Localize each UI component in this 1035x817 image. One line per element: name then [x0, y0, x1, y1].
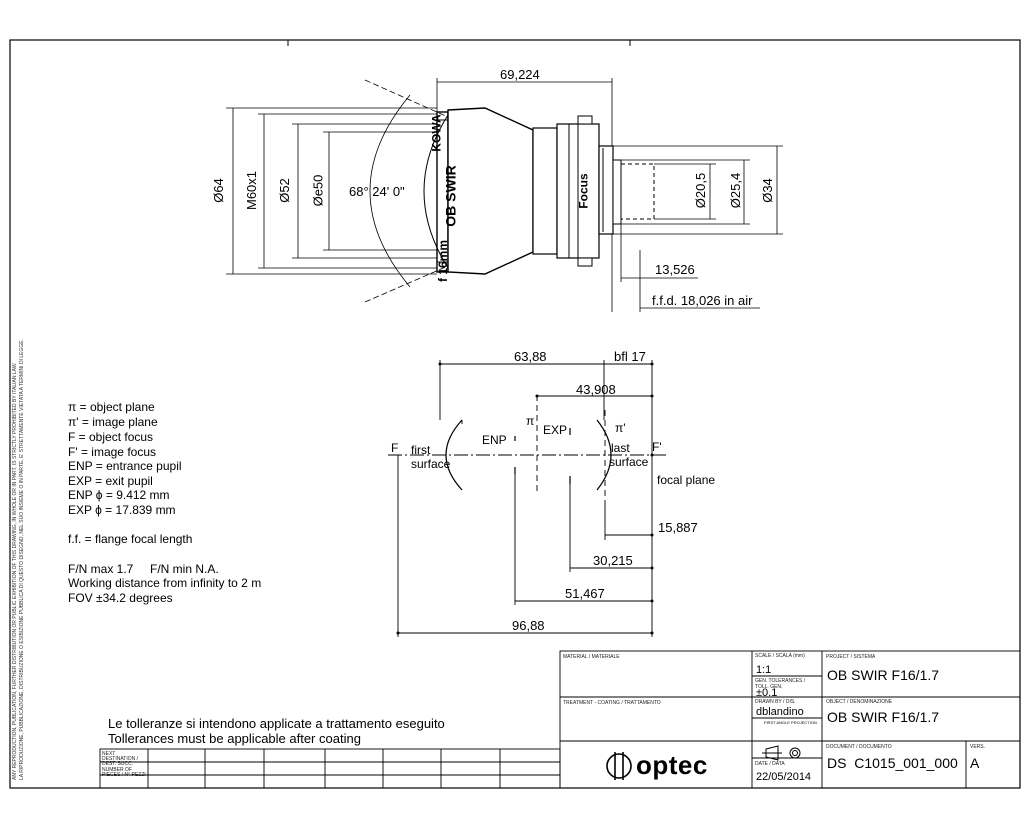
- dim-back-focal-length: bfl 17: [614, 349, 646, 364]
- dim-diameter-64: Ø64: [210, 178, 226, 203]
- tolerance-label: GEN. TOLERANCES / TOLL. GEN.: [755, 678, 806, 690]
- side-legal-note-en: ANY REPRODUCTION, PUBLICATION, FURTHER D…: [12, 362, 18, 780]
- legend-line: EXP = exit pupil: [68, 474, 153, 488]
- top-view-dimension-lines: [226, 78, 783, 312]
- tolerance-value: ±0.1: [756, 687, 778, 699]
- label-first: first: [411, 443, 431, 457]
- angle-of-view-label: 68° 24' 0": [349, 184, 405, 199]
- date-value: 22/05/2014: [756, 771, 812, 783]
- dim-13-526: 13,526: [655, 262, 695, 277]
- material-label: MATERIAL / MATERIALE: [563, 654, 620, 660]
- dim-diameter-52: Ø52: [276, 178, 292, 203]
- label-object-plane: π: [526, 414, 535, 428]
- label-last: last: [611, 441, 630, 455]
- legend-line: π' = image plane: [68, 415, 158, 429]
- label-exp: EXP: [543, 423, 568, 437]
- document-label: DOCUMENT / DOCUMENTO: [826, 744, 892, 750]
- optec-logo-text: optec: [636, 750, 708, 780]
- drawn-by-value: dblandino: [756, 706, 804, 718]
- dim-overall-length: 69,224: [500, 67, 540, 82]
- treatment-label: TREATMENT - COATING / TRATTAMENTO: [563, 700, 661, 706]
- label-last-surface: surface: [609, 455, 649, 469]
- legend-line: π = object plane: [68, 400, 155, 414]
- tolerance-note-en: Tollerances must be applicable after coa…: [108, 731, 361, 746]
- version-value: A: [970, 755, 980, 771]
- next-destination-label: NEXT DESTINATION / DEST. SUCC.: [102, 751, 139, 767]
- label-image-focus: F': [652, 440, 662, 454]
- first-angle-projection-icon: [762, 745, 801, 761]
- object-value: OB SWIR F16/1.7: [827, 709, 940, 725]
- legend-line: F/N max 1.7 F/N min N.A.: [68, 562, 219, 576]
- dim-thread-m60: M60x1: [244, 170, 260, 211]
- legend-line: F' = image focus: [68, 445, 156, 459]
- version-label: VERS.: [970, 744, 986, 750]
- dim-diameter-20-5: Ø20,5: [693, 172, 709, 209]
- label-first-surface: surface: [411, 457, 451, 471]
- lens-model-text: OB SWIR: [442, 165, 459, 227]
- scale-label: SCALE / SCALA (mm): [755, 653, 805, 659]
- legend-line: ENP = entrance pupil: [68, 459, 182, 473]
- optical-schematic: [388, 360, 668, 637]
- label-image-plane: π': [615, 421, 626, 435]
- document-number: DS C1015_001_000: [827, 755, 958, 771]
- drawn-by-label: DRAWN BY / DIS.: [755, 699, 796, 705]
- dim-51-467: 51,467: [565, 586, 605, 601]
- project-value: OB SWIR F16/1.7: [827, 667, 940, 683]
- lens-brand-text: KOWA: [429, 114, 444, 152]
- lens-focal-text: f 16mm: [436, 239, 451, 283]
- side-legal-note-it: LA RIPRODUZIONE, PUBBLICAZIONE, DISTRIBU…: [19, 339, 25, 780]
- date-label: DATE / DATA: [755, 761, 785, 767]
- scale-value: 1:1: [756, 664, 772, 676]
- projection-label: FIRST ANGLE PROJECTION: [764, 720, 817, 725]
- optec-logo-icon: [606, 752, 632, 780]
- label-enp: ENP: [482, 433, 507, 447]
- lens-outline-drawing: [364, 79, 655, 303]
- dim-diameter-25-4: Ø25,4: [728, 172, 744, 209]
- dim-flange-focal-distance: f.f.d. 18,026 in air: [652, 293, 753, 308]
- dim-15-887: 15,887: [658, 520, 698, 535]
- title-block-grid: [99, 650, 1021, 789]
- tolerance-note-it: Le tolleranze si intendono applicate a t…: [108, 716, 445, 731]
- number-of-pieces-label: NUMBER OF PIECES / N° PEZZI: [102, 767, 146, 778]
- dim-diameter-34: Ø34: [759, 178, 775, 203]
- dimension-dots: [396, 362, 654, 635]
- object-label: OBJECT / DENOMINAZIONE: [826, 699, 893, 705]
- label-focal-plane: focal plane: [657, 473, 716, 487]
- legend-line: f.f. = flange focal length: [68, 532, 193, 546]
- dim-63-88: 63,88: [514, 349, 547, 364]
- dim-96-88: 96,88: [512, 618, 545, 633]
- dim-43-908: 43,908: [576, 382, 616, 397]
- legend-line: FOV ±34.2 degrees: [68, 591, 173, 605]
- legend-line: F = object focus: [68, 430, 154, 444]
- focus-ring-label: Focus: [576, 173, 591, 209]
- legend-line: Working distance from infinity to 2 m: [68, 576, 262, 590]
- legend-line: EXP ϕ = 17.839 mm: [68, 503, 176, 517]
- dim-diameter-e50: Øe50: [310, 174, 326, 207]
- label-object-focus: F: [391, 441, 399, 455]
- project-label: PROJECT / SISTEMA: [826, 654, 876, 660]
- dim-30-215: 30,215: [593, 553, 633, 568]
- legend-line: ENP ϕ = 9.412 mm: [68, 488, 170, 502]
